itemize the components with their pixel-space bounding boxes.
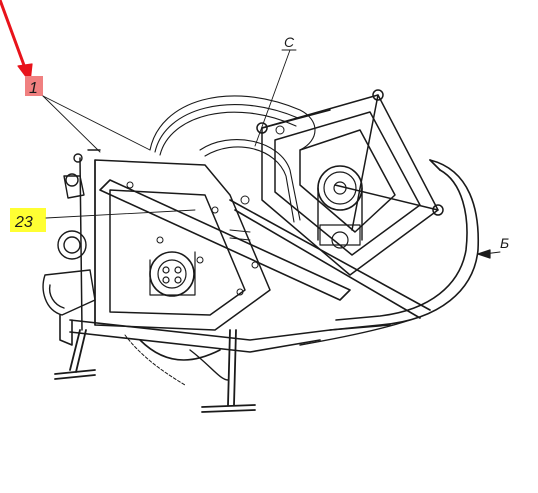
side-panel (79, 157, 271, 331)
label-1-highlight (25, 76, 43, 96)
label-23-highlight (10, 208, 46, 232)
lower-frame (59, 314, 391, 361)
rotor (149, 251, 196, 297)
red-arrow (0, 0, 33, 83)
left-hitch (42, 149, 101, 316)
main-beam (99, 179, 431, 319)
upper-frame (256, 89, 444, 276)
label-view-c: С (284, 34, 295, 50)
sprocket-drive (317, 165, 363, 249)
header-fairing (329, 159, 480, 331)
hoses (149, 95, 316, 223)
skid (189, 319, 411, 381)
label-part-1: 1 (29, 80, 38, 97)
label-part-23: 23 (14, 214, 33, 231)
label-view-b: Б (500, 235, 509, 251)
view-b-arrowhead (477, 249, 491, 259)
support-legs (54, 329, 256, 413)
fasteners (126, 125, 285, 296)
chain (124, 334, 186, 386)
